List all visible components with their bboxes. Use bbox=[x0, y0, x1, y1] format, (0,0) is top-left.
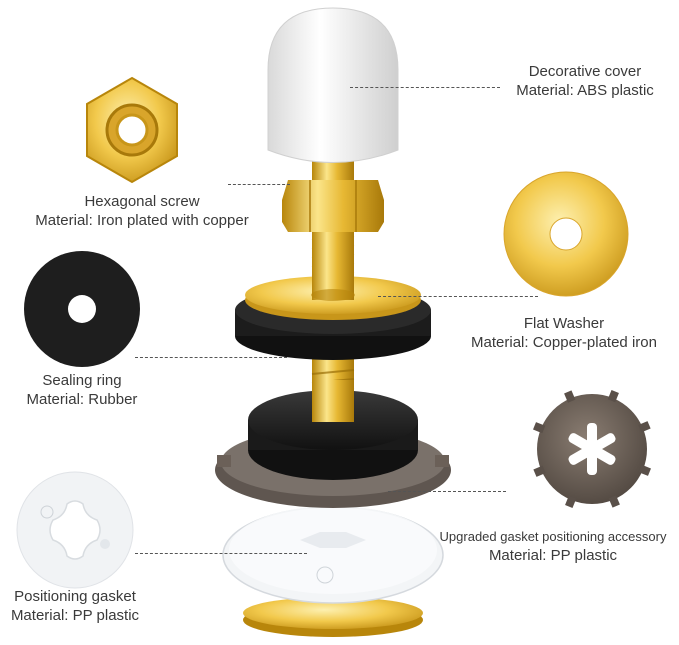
part-material: Material: ABS plastic bbox=[516, 82, 654, 99]
center-lower-seal bbox=[248, 380, 418, 480]
leader-seal bbox=[135, 357, 287, 358]
positioning-gasket-part bbox=[16, 471, 134, 589]
flat-washer-part bbox=[503, 171, 629, 297]
part-material: Material: Rubber bbox=[26, 391, 138, 408]
center-hex-nut bbox=[282, 180, 384, 232]
part-name: Decorative cover bbox=[528, 63, 642, 80]
sealing-ring-part bbox=[24, 251, 140, 367]
accessory-tab bbox=[533, 465, 546, 477]
accessory-tab bbox=[638, 464, 651, 476]
gasket-accessory-part bbox=[533, 390, 651, 508]
leader-cover bbox=[350, 87, 500, 88]
part-material: Material: PP plastic bbox=[10, 607, 140, 624]
accessory-tab bbox=[565, 495, 577, 508]
center-flat-washer bbox=[245, 230, 421, 320]
label-decorative-cover: Decorative cover Material: ABS plastic bbox=[500, 62, 670, 100]
part-name: Flat Washer bbox=[523, 315, 605, 332]
leader-gasket bbox=[135, 553, 307, 554]
label-hexagonal-screw: Hexagonal screw Material: Iron plated wi… bbox=[2, 192, 282, 230]
part-name: Positioning gasket bbox=[14, 588, 136, 605]
center-decorative-cover bbox=[267, 7, 399, 163]
part-material: Material: Iron plated with copper bbox=[35, 212, 249, 229]
part-material: Material: PP plastic bbox=[488, 547, 618, 564]
thread-line bbox=[311, 369, 355, 375]
label-sealing-ring: Sealing ring Material: Rubber bbox=[2, 371, 162, 409]
leader-nut bbox=[228, 184, 290, 185]
accessory-tab bbox=[533, 422, 546, 434]
bolt-head bbox=[243, 585, 423, 637]
label-flat-washer: Flat Washer Material: Copper-plated iron bbox=[450, 314, 678, 352]
part-name: Upgraded gasket positioning accessory bbox=[439, 529, 667, 544]
part-name: Hexagonal screw bbox=[84, 193, 200, 210]
label-positioning-gasket: Positioning gasket Material: PP plastic bbox=[0, 587, 150, 625]
accessory-tab bbox=[564, 390, 576, 403]
accessory-tab bbox=[638, 421, 651, 433]
hex-nut-part bbox=[86, 76, 178, 184]
leader-washer bbox=[378, 296, 538, 297]
leader-accessory bbox=[388, 491, 506, 492]
center-positioning-gasket bbox=[222, 506, 444, 604]
accessory-tab bbox=[608, 495, 620, 508]
accessory-tab bbox=[607, 390, 619, 403]
label-gasket-accessory: Upgraded gasket positioning accessory Ma… bbox=[428, 527, 678, 565]
part-name: Sealing ring bbox=[42, 372, 122, 389]
part-material: Material: Copper-plated iron bbox=[471, 334, 657, 351]
